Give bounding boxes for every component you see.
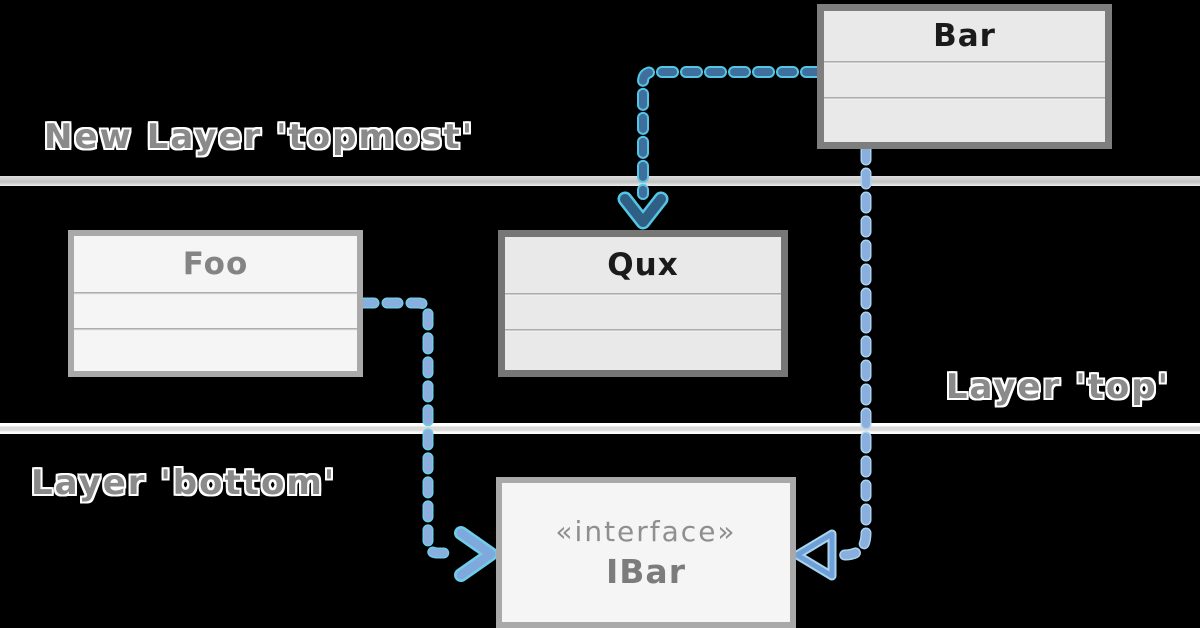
compartment-divider [824, 61, 1105, 64]
arrow-bar-to-ibar [792, 143, 872, 581]
interface-title: IBar [606, 551, 686, 591]
operations-compartment [505, 332, 781, 370]
class-title: Foo [182, 246, 249, 282]
layer-label-top: Layer 'top' [945, 367, 1170, 407]
arrow-bar-to-ibar-line [832, 145, 870, 559]
class-title: Qux [607, 247, 679, 283]
arrow-foo-to-ibar-line [359, 299, 457, 557]
arrow-bar-to-qux-line-rim [637, 66, 823, 200]
layer-separator-top [0, 423, 1200, 434]
arrow-bar-to-ibar-head-rim [792, 529, 837, 581]
arrow-foo-to-ibar-line-rim [357, 297, 459, 559]
arrow-bar-to-qux [617, 66, 823, 230]
interface-box-ibar: «interface» IBar [496, 477, 796, 628]
class-box-foo: Foo [68, 230, 363, 377]
interface-stereotype: «interface» [555, 514, 737, 548]
arrowhead-chevron-down-icon [620, 194, 666, 227]
class-box-bar: Bar [817, 4, 1112, 149]
layer-label-bottom: Layer 'bottom' [31, 463, 337, 503]
attributes-compartment [74, 295, 357, 328]
attributes-compartment [824, 64, 1105, 97]
class-box-qux: Qux [498, 230, 788, 377]
compartment-divider [74, 292, 357, 295]
arrowhead-chevron-right-icon [456, 528, 496, 580]
arrowhead-hollow-triangle-left-icon [794, 531, 835, 579]
arrow-bar-to-qux-line [639, 68, 821, 198]
arrow-bar-to-ibar-line-rim [830, 143, 872, 561]
compartment-divider [824, 97, 1105, 100]
attributes-compartment [505, 296, 781, 329]
layer-separator-topmost [0, 176, 1200, 186]
operations-compartment [824, 100, 1105, 142]
compartment-divider [505, 293, 781, 296]
compartment-divider [505, 329, 781, 332]
class-title: Bar [933, 18, 996, 54]
layer-label-topmost: New Layer 'topmost' [44, 117, 475, 157]
arrow-foo-to-ibar [357, 297, 498, 582]
compartment-divider [74, 328, 357, 331]
operations-compartment [74, 331, 357, 371]
